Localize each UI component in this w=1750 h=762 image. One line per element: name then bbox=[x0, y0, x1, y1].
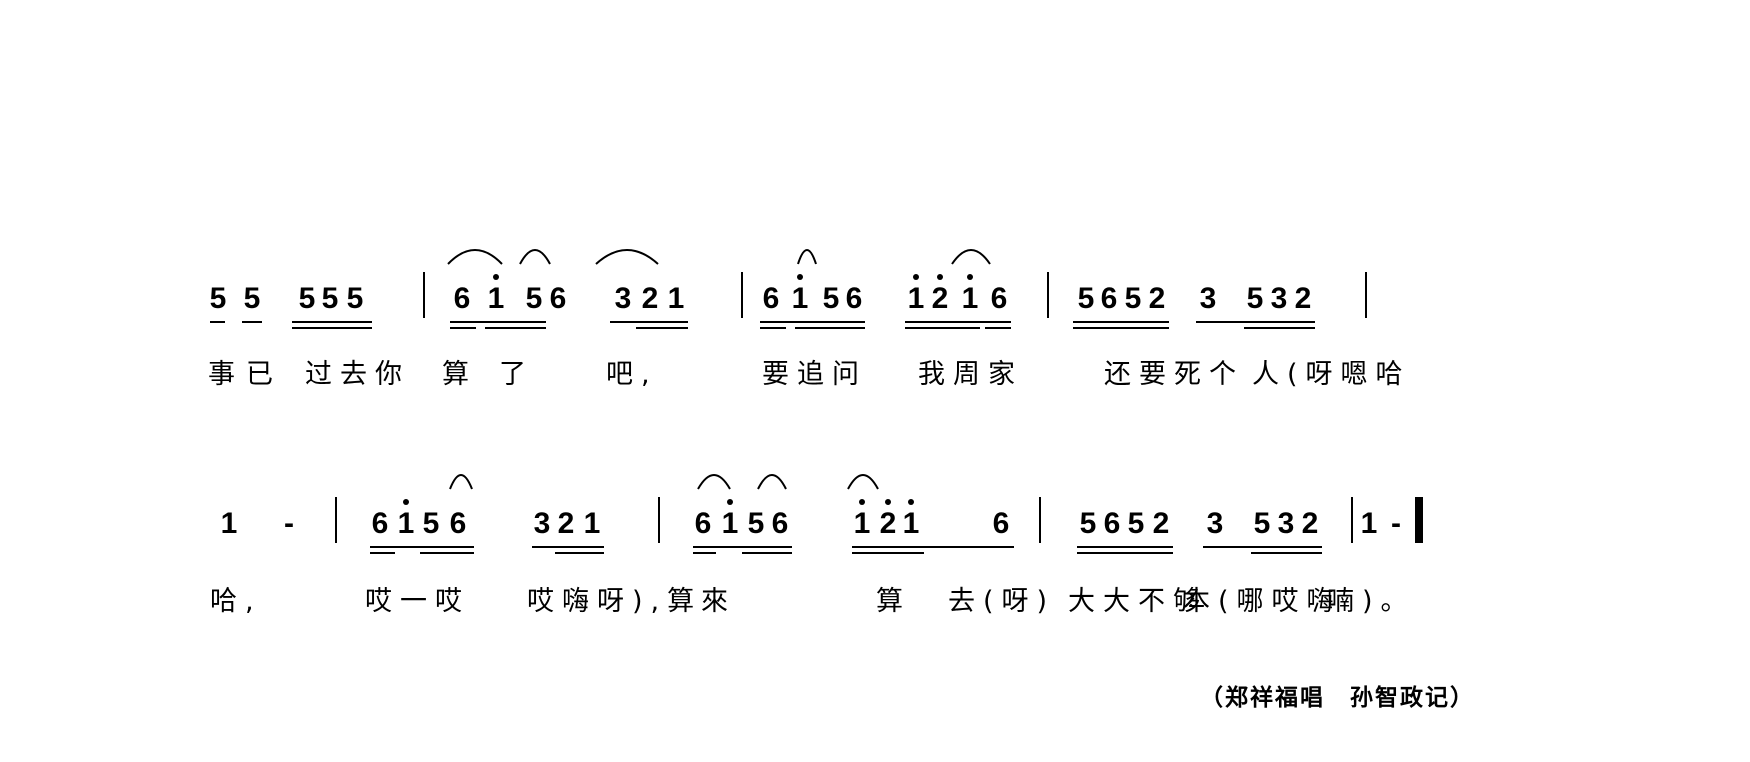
note-numeral: 6 bbox=[1104, 507, 1121, 540]
lyric-segment: 我周家 bbox=[918, 359, 1023, 390]
note-numeral: 2 bbox=[1302, 507, 1319, 540]
slur-arc bbox=[519, 249, 551, 265]
octave-dot bbox=[403, 499, 409, 505]
note-numeral: 6 bbox=[695, 507, 712, 540]
note-numeral: 1 bbox=[221, 507, 238, 540]
sustain-dash: - bbox=[1391, 507, 1401, 540]
note-numeral: 5 bbox=[299, 282, 316, 315]
note-numeral: 5 bbox=[322, 282, 339, 315]
note-numeral: 3 bbox=[1278, 507, 1295, 540]
note-numeral: 1 bbox=[962, 282, 979, 315]
note-numeral: 5 bbox=[1080, 507, 1097, 540]
note-numeral: 1 bbox=[722, 507, 739, 540]
slur-arc bbox=[847, 474, 879, 490]
lyric-segment: 哎嗨呀),算 bbox=[527, 586, 702, 617]
octave-dot bbox=[885, 499, 891, 505]
lyric-segment: 去(呀) bbox=[948, 586, 1055, 617]
lyric-segment: 哎一哎 bbox=[365, 586, 470, 617]
note-numeral: 3 bbox=[1200, 282, 1217, 315]
lyric-segment: 要追问 bbox=[762, 359, 867, 390]
note-numeral: 2 bbox=[1153, 507, 1170, 540]
slur-arc bbox=[797, 249, 817, 265]
note-numeral: 1 bbox=[398, 507, 415, 540]
note-numeral: 5 bbox=[1247, 282, 1264, 315]
note-numeral: 2 bbox=[1149, 282, 1166, 315]
octave-dot bbox=[967, 274, 973, 280]
slur-arc bbox=[757, 474, 787, 490]
note-numeral: 5 bbox=[748, 507, 765, 540]
octave-dot bbox=[913, 274, 919, 280]
note-numeral: 1 bbox=[903, 507, 920, 540]
lyric-segment: 了 bbox=[499, 359, 534, 390]
note-numeral: 1 bbox=[792, 282, 809, 315]
note-numeral: 5 bbox=[347, 282, 364, 315]
octave-dot bbox=[908, 499, 914, 505]
note-numeral: 3 bbox=[1271, 282, 1288, 315]
note-numeral: 6 bbox=[1101, 282, 1118, 315]
slur-arc bbox=[951, 249, 991, 265]
note-numeral: 5 bbox=[423, 507, 440, 540]
note-numeral: 6 bbox=[550, 282, 567, 315]
note-numeral: 6 bbox=[454, 282, 471, 315]
octave-dot bbox=[493, 274, 499, 280]
note-numeral: 1 bbox=[488, 282, 505, 315]
note-numeral: 5 bbox=[1128, 507, 1145, 540]
note-numeral: 6 bbox=[450, 507, 467, 540]
slur-arc bbox=[449, 474, 473, 490]
lyric-segment: 來 bbox=[701, 586, 736, 617]
octave-dot bbox=[937, 274, 943, 280]
octave-dot bbox=[727, 499, 733, 505]
slur-arc bbox=[595, 249, 659, 265]
note-numeral: 6 bbox=[993, 507, 1010, 540]
note-numeral: 1 bbox=[1361, 507, 1378, 540]
note-numeral: 5 bbox=[1254, 507, 1271, 540]
note-numeral: 5 bbox=[823, 282, 840, 315]
octave-dot bbox=[797, 274, 803, 280]
note-numeral: 2 bbox=[880, 507, 897, 540]
note-numeral: 5 bbox=[244, 282, 261, 315]
credit-line: （郑祥福唱 孙智政记） bbox=[1200, 684, 1475, 711]
lyric-segment: 已 bbox=[246, 359, 281, 390]
lyric-segment: 本(哪哎嗨 bbox=[1183, 586, 1342, 617]
note-numeral: 3 bbox=[615, 282, 632, 315]
note-numeral: 5 bbox=[1078, 282, 1095, 315]
lyric-segment: 算 bbox=[442, 359, 477, 390]
note-numeral: 1 bbox=[854, 507, 871, 540]
note-numeral: 1 bbox=[668, 282, 685, 315]
note-numeral: 3 bbox=[534, 507, 551, 540]
lyric-segment: 哈, bbox=[210, 586, 262, 617]
note-numeral: 6 bbox=[763, 282, 780, 315]
note-numeral: 3 bbox=[1207, 507, 1224, 540]
note-numeral: 5 bbox=[1125, 282, 1142, 315]
note-numeral: 2 bbox=[1295, 282, 1312, 315]
note-numeral: 6 bbox=[846, 282, 863, 315]
lyric-segment: 大大不够 bbox=[1068, 586, 1208, 617]
lyric-segment: 过去你 bbox=[305, 359, 410, 390]
lyric-segment: 吧, bbox=[606, 359, 658, 390]
sustain-dash: - bbox=[284, 507, 294, 540]
note-numeral: 2 bbox=[558, 507, 575, 540]
note-numeral: 5 bbox=[210, 282, 227, 315]
lyric-segment: 算 bbox=[876, 586, 911, 617]
octave-dot bbox=[859, 499, 865, 505]
lyric-segment: 事 bbox=[208, 359, 243, 390]
note-numeral: 1 bbox=[584, 507, 601, 540]
note-numeral: 1 bbox=[908, 282, 925, 315]
slur-arc bbox=[697, 474, 731, 490]
note-numeral: 6 bbox=[991, 282, 1008, 315]
note-numeral: 5 bbox=[526, 282, 543, 315]
note-numeral: 6 bbox=[772, 507, 789, 540]
lyric-segment: 还要死个 bbox=[1104, 359, 1244, 390]
lyric-segment: 喃)。 bbox=[1327, 586, 1416, 617]
note-numeral: 2 bbox=[932, 282, 949, 315]
note-numeral: 6 bbox=[372, 507, 389, 540]
note-numeral: 2 bbox=[642, 282, 659, 315]
slur-arc bbox=[447, 249, 503, 265]
lyric-segment: 人(呀嗯哈 bbox=[1252, 359, 1411, 390]
